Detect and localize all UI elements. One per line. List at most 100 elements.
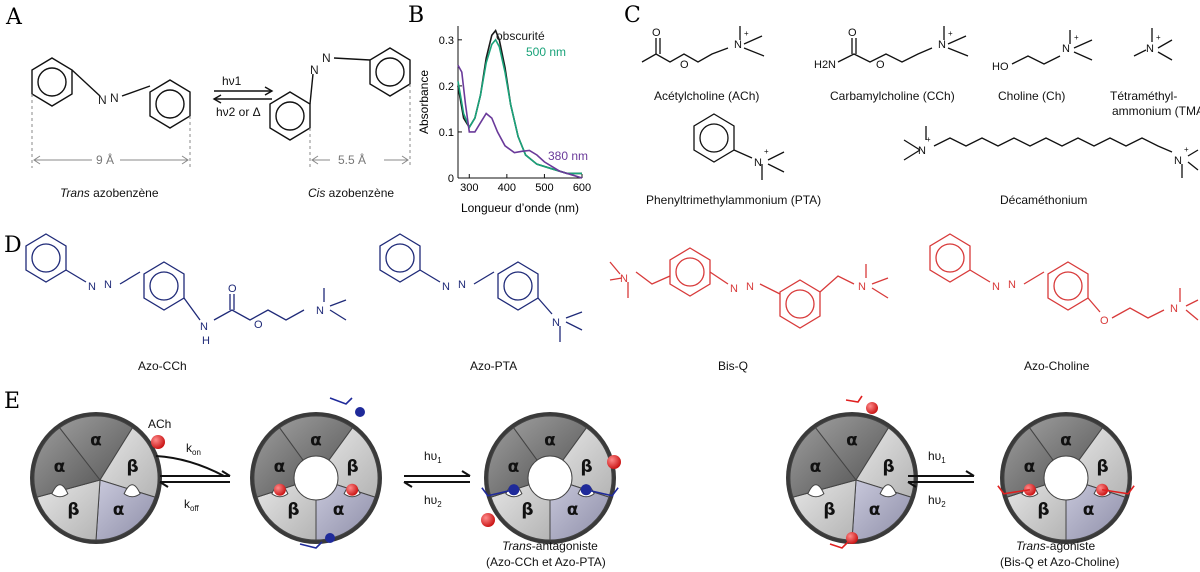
agonist-caption: Trans-agoniste — [1016, 539, 1095, 553]
tma-me3 — [1157, 51, 1173, 61]
label-ch: Choline (Ch) — [998, 89, 1065, 103]
bisq-me5 — [871, 277, 889, 285]
azo-pta-ring1-inner — [385, 243, 415, 273]
subunit-0 — [278, 415, 354, 479]
legend-dark: obscurité — [496, 29, 545, 43]
subunit-label-4: α — [810, 457, 822, 477]
ach-o2: O — [680, 59, 689, 71]
subunit-0 — [58, 415, 134, 481]
deca-me6 — [1187, 161, 1199, 171]
azoch-ring1-inner — [935, 243, 965, 273]
bound-ach-0 — [273, 483, 286, 496]
label-cch: Carbamylcholine (CCh) — [830, 89, 955, 103]
subunit-label-0: α — [310, 431, 322, 451]
azo-cch-o1: O — [228, 283, 237, 295]
bisq-n1: N — [620, 273, 628, 285]
agonist-hv2-arrow-head — [907, 481, 917, 488]
free-agonist-2-tail — [829, 541, 849, 549]
hv2-arrow-head — [403, 481, 413, 488]
free-agonist-1 — [866, 402, 878, 414]
channel-pore — [1043, 455, 1089, 501]
bisq-structure — [609, 247, 889, 329]
free-ach — [151, 435, 165, 449]
deca-plus2: + — [1184, 145, 1189, 154]
ch-me2 — [1073, 51, 1093, 61]
kon-arrow-head — [221, 470, 231, 477]
cch-n: N — [938, 39, 946, 51]
trans-bond-2 — [121, 85, 151, 97]
label-deca: Décaméthonium — [1000, 193, 1087, 207]
azo-cch-me3 — [329, 309, 347, 321]
cis-ring-right-inner — [375, 57, 405, 87]
label-azo-choline: Azo-Choline — [1024, 359, 1090, 373]
azo-pta-b2 — [473, 271, 495, 285]
azo-cch-b2 — [119, 271, 141, 285]
azo-cch-b1 — [65, 269, 87, 283]
panel-d-atoms: N N N H O O N N N N N N N N N N O N — [88, 273, 1178, 347]
cis-ring-left-inner — [275, 101, 305, 131]
series-line-1 — [457, 38, 582, 175]
tma-me2 — [1157, 39, 1173, 49]
subunit-1 — [855, 427, 915, 498]
subunit-4 — [789, 427, 857, 498]
azoch-n2: N — [1008, 279, 1016, 291]
panel-a-atoms: N N N N — [98, 51, 331, 107]
free-ach-3 — [481, 513, 495, 527]
deca-chain — [933, 137, 1173, 153]
trans-ring-right — [149, 79, 191, 129]
subunit-label-1: β — [1096, 457, 1108, 477]
azo-cch-me2 — [329, 299, 347, 307]
trans-distance: 9 Å — [96, 152, 114, 167]
deca-n2: N — [1174, 155, 1182, 167]
azo-pta-b3 — [537, 297, 553, 315]
antagonist-tail-0 — [481, 487, 515, 497]
ach-o1: O — [652, 27, 661, 39]
subunit-label-0: α — [1060, 431, 1072, 451]
subunit-label-0: α — [544, 431, 556, 451]
azoch-ring2-inner — [1053, 271, 1083, 301]
bisq-me6 — [871, 287, 889, 299]
bisq-azo-n2: N — [746, 281, 754, 293]
tma-plus: + — [1156, 33, 1161, 42]
azoch-me3 — [1185, 309, 1199, 321]
pta-plus: + — [764, 147, 769, 156]
subunit-label-2: α — [1083, 500, 1095, 520]
cis-azo-n1: N — [310, 63, 319, 77]
channel-pore — [527, 455, 573, 501]
label-tma-1: Tétraméthyl- — [1110, 89, 1177, 103]
kon-label: kon — [186, 441, 201, 457]
binding-arrow-curve — [155, 455, 225, 477]
antagonist-caption: Trans-antagoniste — [502, 539, 598, 553]
antagonist-subcaption: (Azo-CCh et Azo-PTA) — [486, 555, 606, 569]
cis-caption: Cis azobenzène — [308, 186, 394, 200]
cch-me1 — [947, 35, 967, 45]
azo-pta-nplus: N — [552, 317, 560, 329]
cis-bond-1 — [309, 73, 314, 105]
azo-cch-ring1 — [25, 233, 67, 283]
azoch-me2 — [1185, 299, 1199, 307]
bisq-b1 — [709, 271, 729, 285]
hv1-label: hυ1 — [424, 449, 442, 465]
subunit-label-3: β — [823, 500, 835, 520]
subunit-label-2: α — [113, 500, 125, 520]
azo-pta-n1: N — [442, 281, 450, 293]
label-azo-cch: Azo-CCh — [138, 359, 187, 373]
hv2-label: hυ2 — [424, 493, 442, 509]
label-azo-pta: Azo-PTA — [470, 359, 517, 373]
ch-me1 — [1073, 39, 1093, 49]
tma-n: N — [1146, 43, 1154, 55]
y-tick-label-0: 0 — [448, 173, 454, 185]
bound-ach-1 — [346, 483, 359, 496]
azo-cch-n1: N — [88, 281, 96, 293]
cch-o1: O — [848, 27, 857, 39]
deca-plus1: + — [926, 135, 931, 144]
azo-pta-me3 — [565, 321, 583, 331]
panel-a — [31, 47, 411, 168]
bisq-azo-n1: N — [730, 283, 738, 295]
